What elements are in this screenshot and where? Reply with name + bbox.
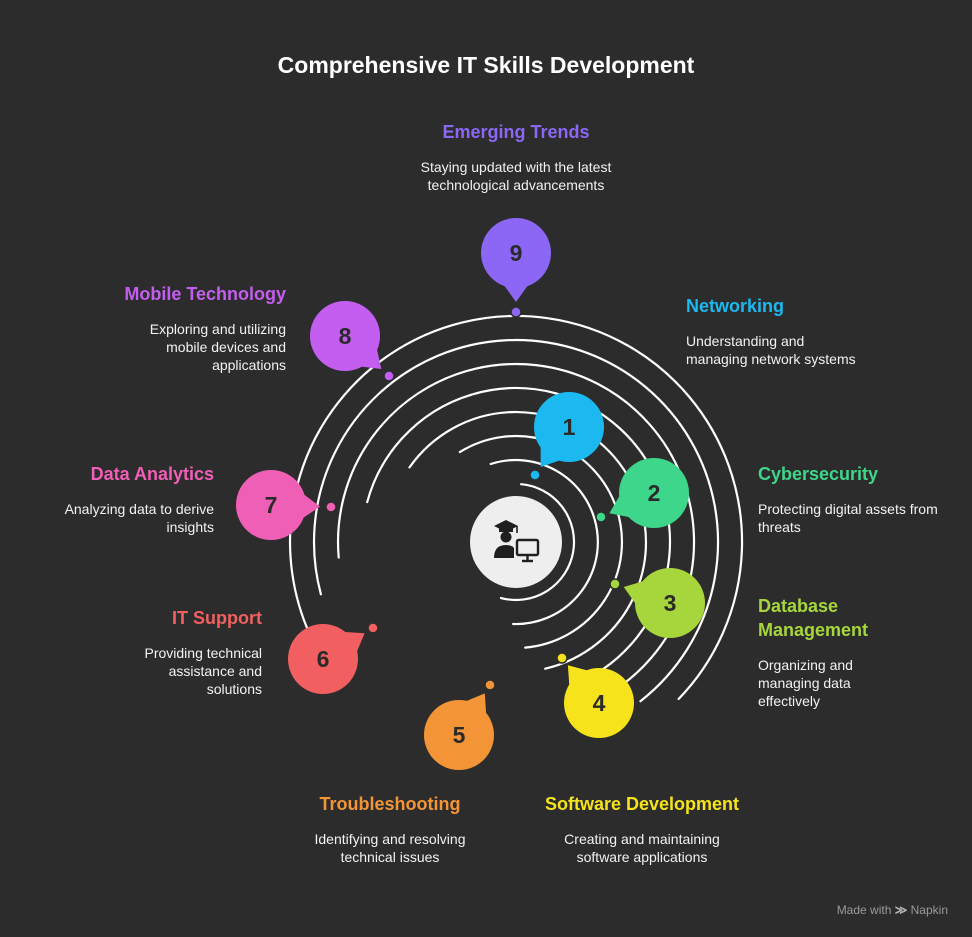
item-title: Data Analytics [90, 464, 214, 484]
label-it-support: IT Support Providing technical assistanc… [112, 606, 262, 698]
ring-dot [529, 469, 541, 481]
label-networking: Networking Understanding and managing ne… [686, 294, 856, 368]
badge-circle [534, 392, 604, 462]
item-description: Exploring and utilizing mobile devices a… [149, 321, 286, 373]
badge-circle [236, 470, 306, 540]
item-description: Understanding and managing network syste… [686, 333, 856, 367]
footer: Made with ≫ Napkin [837, 903, 948, 917]
badge-number: 1 [563, 414, 576, 440]
badge-number: 7 [265, 492, 278, 518]
item-description: Identifying and resolving technical issu… [314, 831, 466, 865]
item-title: Emerging Trends [442, 122, 590, 142]
item-title: Database Management [758, 596, 869, 640]
label-mobile-technology: Mobile Technology Exploring and utilizin… [116, 282, 286, 374]
ring-dot [609, 578, 621, 590]
label-cybersecurity: Cybersecurity Protecting digital assets … [758, 462, 938, 536]
badge-number: 9 [510, 240, 523, 266]
ring-dot [367, 622, 379, 634]
label-software-development: Software Development Creating and mainta… [542, 792, 742, 866]
badge-number: 5 [453, 722, 466, 748]
napkin-logo-icon: ≫ [894, 903, 908, 917]
item-title: Cybersecurity [758, 464, 879, 484]
item-description: Creating and maintaining software applic… [564, 831, 720, 865]
ring-dot [595, 511, 607, 523]
label-troubleshooting: Troubleshooting Identifying and resolvin… [290, 792, 490, 866]
badge-number: 3 [664, 590, 677, 616]
page-title: Comprehensive IT Skills Development [277, 52, 695, 78]
ring-dot [484, 679, 496, 691]
ring-arc [489, 459, 599, 626]
item-description: Protecting digital assets from threats [758, 501, 938, 535]
item-description: Providing technical assistance and solut… [144, 645, 262, 697]
item-title: Networking [686, 296, 785, 316]
badge-number: 8 [339, 323, 352, 349]
badge-circle [635, 568, 705, 638]
label-database-management: Database Management Organizing and manag… [758, 594, 898, 710]
item-description: Staying updated with the latest technolo… [420, 159, 612, 193]
item-description: Organizing and managing data effectively [758, 657, 853, 709]
ring-arc [408, 410, 648, 670]
ring-dot [325, 501, 337, 513]
badge-circle [288, 624, 358, 694]
label-emerging-trends: Emerging Trends Staying updated with the… [386, 120, 646, 194]
badge-number: 4 [593, 690, 606, 716]
badge-circle [619, 458, 689, 528]
ring-dot [510, 306, 522, 318]
made-with-text: Made with [836, 903, 892, 917]
badge-number: 2 [648, 480, 661, 506]
item-title: Mobile Technology [124, 284, 286, 304]
badge-circle [424, 700, 494, 770]
ring-dot [383, 370, 395, 382]
badge-circle [564, 668, 634, 738]
badge-circle [310, 301, 380, 371]
item-title: Troubleshooting [319, 794, 461, 814]
brand-text: Napkin [910, 903, 948, 917]
ring-dot [556, 652, 568, 664]
badge-circle [481, 218, 551, 288]
badge-number: 6 [317, 646, 330, 672]
item-title: Software Development [544, 794, 740, 814]
item-title: IT Support [172, 608, 262, 628]
item-description: Analyzing data to derive insights [64, 501, 214, 535]
graduate-at-computer-icon [494, 520, 540, 563]
badge-tail [502, 283, 530, 302]
label-data-analytics: Data Analytics Analyzing data to derive … [34, 462, 214, 536]
ring-arc [313, 339, 720, 703]
ring-arc [499, 483, 576, 602]
